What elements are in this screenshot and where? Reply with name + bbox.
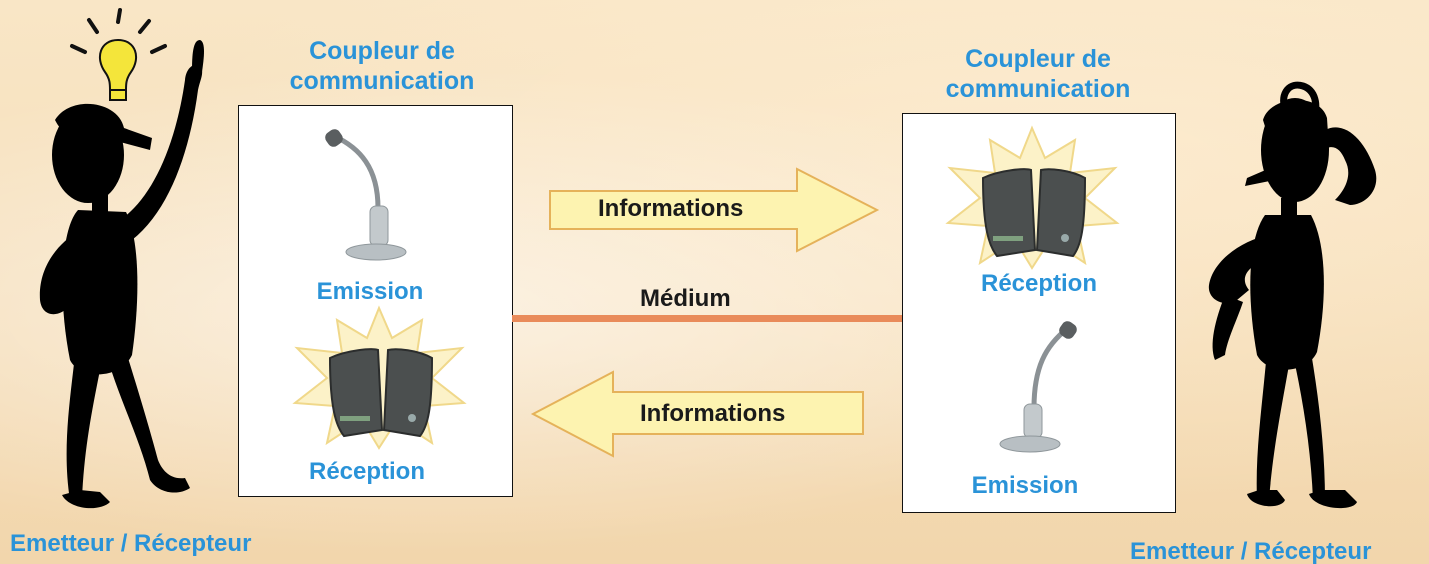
left-person-figure [39,8,204,509]
lightbulb-icon [98,38,138,101]
right-coupler-title-line2: communication [945,75,1131,103]
medium-label: Médium [640,285,731,312]
left-emission-label: Emission [316,278,424,305]
bottom-arrow [530,370,864,458]
right-coupler-title: Coupleur de communication [918,44,1158,104]
left-reception-label: Réception [308,458,425,485]
right-microphone-icon [999,321,1077,453]
left-person-label: Emetteur / Récepteur [10,530,252,557]
right-speakers-icon [945,125,1120,270]
right-person-label: Emetteur / Récepteur [1130,538,1372,564]
right-person-figure [1208,81,1377,509]
left-coupler-title-line2: communication [289,67,475,95]
bottom-arrow-label: Informations [640,400,786,427]
top-arrow [549,167,880,253]
right-coupler-title-line1: Coupleur de [965,45,1111,73]
top-arrow-label: Informations [598,195,744,222]
medium-line [512,315,902,322]
idea-rays [70,8,167,54]
right-reception-label: Réception [980,270,1097,297]
left-microphone-icon [325,129,407,261]
left-coupler-title-line1: Coupleur de [309,37,455,65]
right-emission-label: Emission [971,472,1079,499]
left-coupler-title: Coupleur de communication [262,36,502,96]
left-speakers-icon [292,305,467,450]
